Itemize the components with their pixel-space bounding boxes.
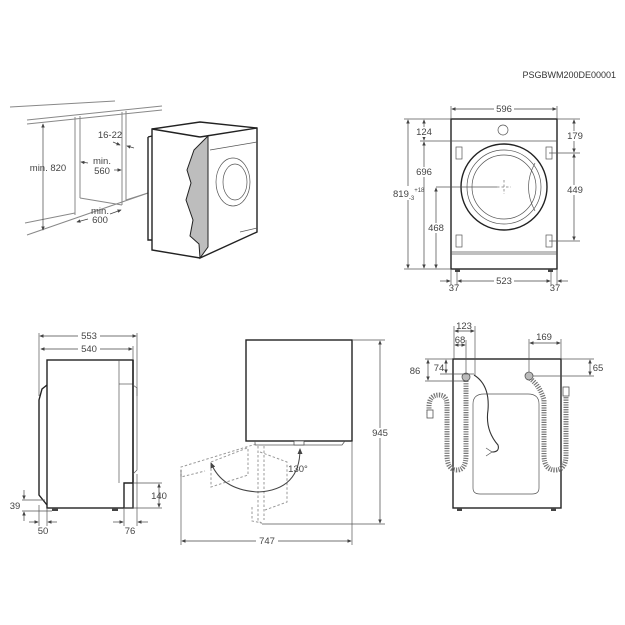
front-offset-label: 50 bbox=[38, 526, 49, 537]
hinge-spacing-label: 449 bbox=[567, 185, 583, 196]
base-recess-label: 39 bbox=[10, 501, 21, 512]
foot-spacing-label: 523 bbox=[496, 276, 512, 287]
niche-width-label-1: min. bbox=[93, 156, 111, 167]
niche-depth-label-1: min. bbox=[91, 206, 109, 217]
rear-view: 123 68 86 74 169 65 bbox=[410, 321, 604, 511]
installation-view: min. 820 16-22 min. 560 min. 600 bbox=[9, 100, 258, 260]
top-to-hinge-label: 179 bbox=[567, 131, 583, 142]
inlet-offset-label: 68 bbox=[455, 335, 466, 346]
hose-height-left-label: 86 bbox=[410, 366, 421, 377]
niche-depth-label-2: 600 bbox=[92, 215, 108, 226]
top-view: 130° 945 747 bbox=[180, 339, 391, 547]
document-code: PSGBWM200DE00001 bbox=[522, 70, 616, 80]
foot-right-label: 37 bbox=[550, 283, 561, 294]
door-open-depth-label: 747 bbox=[259, 536, 275, 547]
total-height-label: 819-3+18 bbox=[393, 188, 425, 202]
outlet-offset-label: 123 bbox=[456, 321, 472, 332]
rear-plinth-label: 140 bbox=[151, 491, 167, 502]
foot-left-label: 37 bbox=[449, 283, 460, 294]
front-view: 596 819-3+18 124 696 468 179 449 bbox=[393, 103, 586, 294]
drain-height-label: 65 bbox=[593, 363, 604, 374]
door-center-height-label: 468 bbox=[428, 223, 444, 234]
inlet-height-label: 74 bbox=[434, 363, 445, 374]
niche-width-label-2: 560 bbox=[94, 166, 110, 177]
door-height-label: 696 bbox=[416, 167, 432, 178]
total-depth-label: 553 bbox=[81, 331, 97, 342]
body-depth-label: 540 bbox=[81, 344, 97, 355]
drain-offset-label: 169 bbox=[536, 332, 552, 343]
cabinet-height-label: min. 820 bbox=[30, 163, 66, 174]
side-view: 553 540 39 50 76 140 bbox=[10, 331, 167, 537]
height-label: 945 bbox=[372, 428, 388, 439]
rear-offset-label: 76 bbox=[125, 526, 136, 537]
top-panel-label: 124 bbox=[416, 127, 432, 138]
width-label: 596 bbox=[496, 104, 512, 115]
panel-thickness-label: 16-22 bbox=[98, 130, 122, 141]
door-angle-label: 130° bbox=[288, 464, 308, 475]
